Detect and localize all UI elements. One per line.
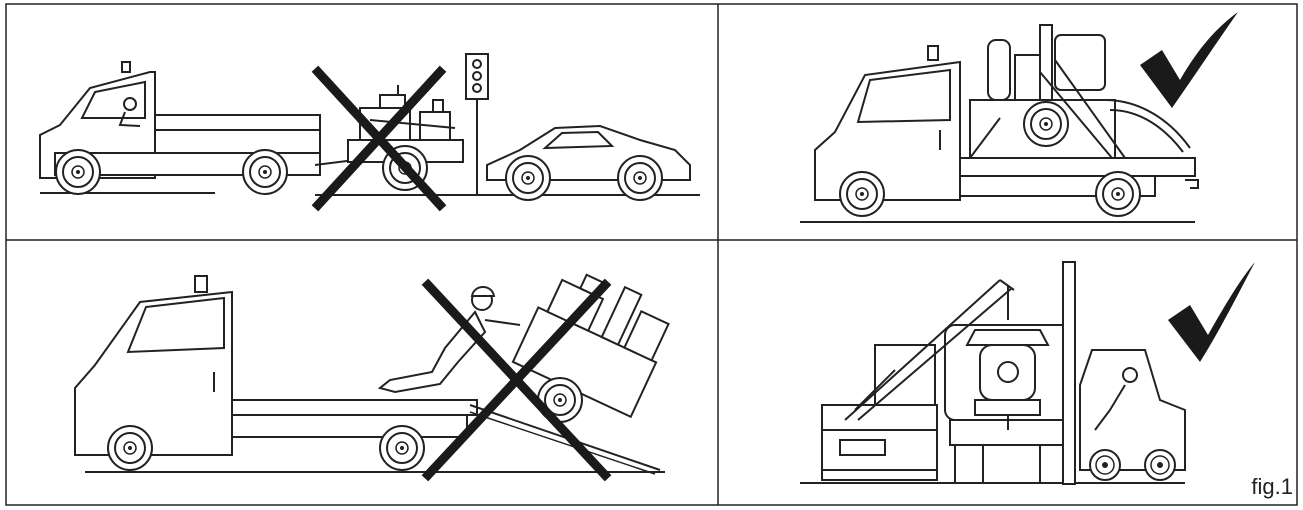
prohibited-cross-icon: [421, 278, 612, 482]
forklift: [1062, 261, 1186, 485]
tie-down-straps: [969, 59, 1126, 159]
prohibited-cross-icon: [311, 65, 447, 212]
allowed-check-icon: [1168, 262, 1255, 362]
panel-towing-prohibited: [39, 53, 700, 212]
panel-ramp-loading-prohibited: [74, 273, 670, 482]
figure-caption: fig.1: [1251, 474, 1293, 499]
allowed-check-icon: [1140, 12, 1238, 108]
towed-pump: [347, 85, 464, 163]
panel-secured-on-truck-allowed: [800, 12, 1238, 223]
crane-vehicle: [821, 279, 1015, 481]
figure-border: [5, 3, 1298, 506]
panel-lifting-allowed: [800, 261, 1255, 485]
flatbed-truck: [74, 275, 478, 456]
traffic-light: [465, 53, 489, 195]
lifted-pump: [965, 285, 1050, 430]
worker: [377, 286, 521, 394]
tilted-pump: [511, 273, 670, 419]
strapped-pump: [969, 24, 1191, 159]
